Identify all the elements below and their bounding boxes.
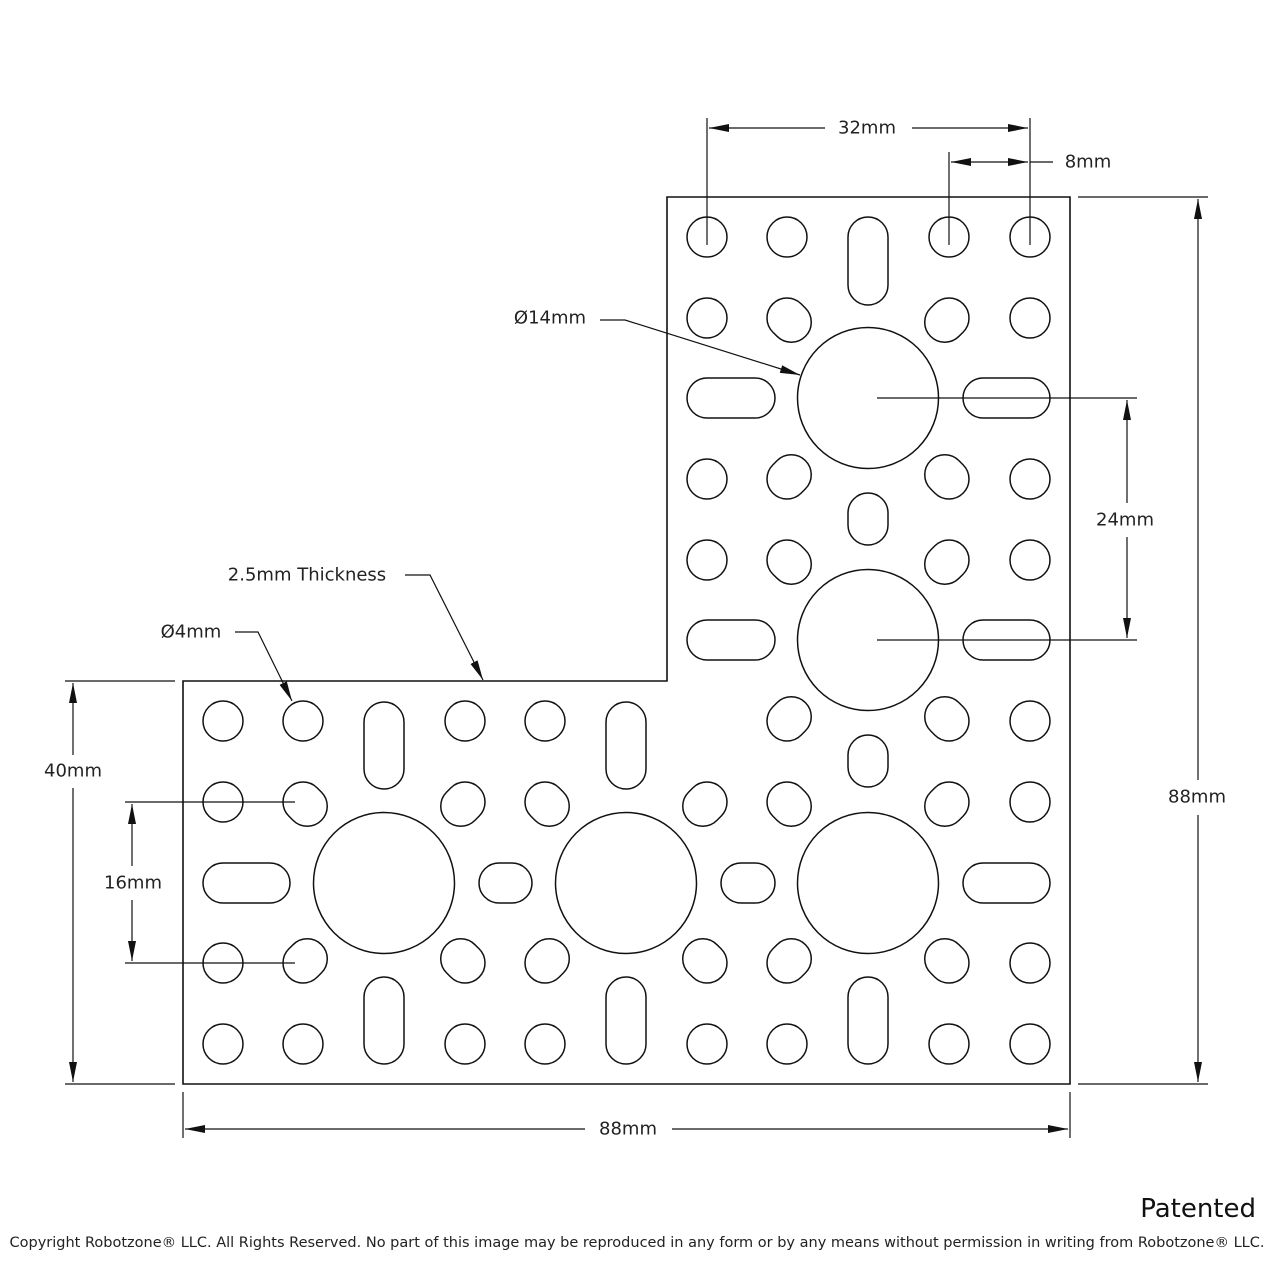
teardrop-hole <box>524 938 571 984</box>
vertical-slot <box>847 492 889 546</box>
small-hole <box>766 1023 808 1065</box>
teardrop-hole <box>282 781 328 827</box>
horizontal-slot <box>202 862 291 904</box>
dim-32mm: 32mm <box>838 118 896 139</box>
horizontal-slot <box>720 862 776 904</box>
small-hole <box>444 1023 486 1065</box>
small-hole <box>1009 458 1051 500</box>
large-hole <box>554 811 698 955</box>
dimension-lines <box>65 118 1208 1138</box>
dim-thickness: 2.5mm Thickness <box>228 565 386 586</box>
small-hole <box>1009 297 1051 339</box>
dim-24mm: 24mm <box>1096 510 1154 531</box>
teardrop-hole <box>282 938 329 984</box>
dim-40mm: 40mm <box>44 761 102 782</box>
large-hole <box>796 811 940 955</box>
teardrop-hole <box>440 781 486 827</box>
small-hole <box>766 216 808 258</box>
horizontal-slot <box>686 619 776 661</box>
small-hole <box>282 700 324 742</box>
teardrop-hole <box>923 938 970 984</box>
vertical-slot <box>363 701 405 790</box>
teardrop-hole <box>766 938 813 984</box>
dim-88mm-height: 88mm <box>1168 787 1226 808</box>
teardrop-hole <box>766 539 813 585</box>
small-hole <box>928 1023 970 1065</box>
dim-diameter-4mm: Ø4mm <box>161 622 222 643</box>
teardrop-hole <box>682 781 728 827</box>
teardrop-hole <box>923 297 970 343</box>
vertical-slot <box>847 976 889 1065</box>
teardrop-hole <box>766 454 812 500</box>
small-hole <box>282 1023 324 1065</box>
teardrop-hole <box>923 539 970 585</box>
teardrop-hole <box>524 781 570 827</box>
small-hole <box>1009 781 1051 823</box>
teardrop-hole <box>766 696 812 742</box>
teardrop-hole <box>924 696 970 742</box>
small-hole <box>524 700 566 742</box>
small-hole <box>524 1023 566 1065</box>
vertical-slot <box>847 216 889 306</box>
copyright-notice: Copyright Robotzone® LLC. All Rights Res… <box>9 1235 1265 1251</box>
dim-8mm: 8mm <box>1065 152 1112 173</box>
small-hole <box>1009 539 1051 581</box>
teardrop-hole <box>766 781 812 827</box>
teardrop-hole <box>924 781 970 827</box>
large-hole <box>312 811 456 955</box>
small-hole <box>1009 1023 1051 1065</box>
dim-16mm: 16mm <box>104 873 162 894</box>
patented-label: Patented <box>1140 1194 1256 1224</box>
horizontal-slot <box>478 862 533 904</box>
small-hole <box>686 297 728 339</box>
small-hole <box>686 458 728 500</box>
teardrop-hole <box>924 454 970 500</box>
small-hole <box>686 1023 728 1065</box>
vertical-slot <box>605 976 647 1065</box>
small-hole <box>686 539 728 581</box>
small-hole <box>202 1023 244 1065</box>
vertical-slot <box>363 976 405 1065</box>
teardrop-hole <box>439 938 486 984</box>
plate-outline <box>182 196 1071 1085</box>
small-hole <box>1009 942 1051 984</box>
small-hole <box>202 700 244 742</box>
horizontal-slot <box>962 862 1051 904</box>
vertical-slot <box>847 734 889 788</box>
vertical-slot <box>605 701 647 790</box>
teardrop-hole <box>681 938 728 984</box>
small-hole <box>444 700 486 742</box>
dim-88mm-width: 88mm <box>599 1119 657 1140</box>
dim-diameter-14mm: Ø14mm <box>514 308 586 329</box>
small-hole <box>1009 700 1051 742</box>
teardrop-hole <box>766 297 813 343</box>
horizontal-slot <box>686 377 776 419</box>
